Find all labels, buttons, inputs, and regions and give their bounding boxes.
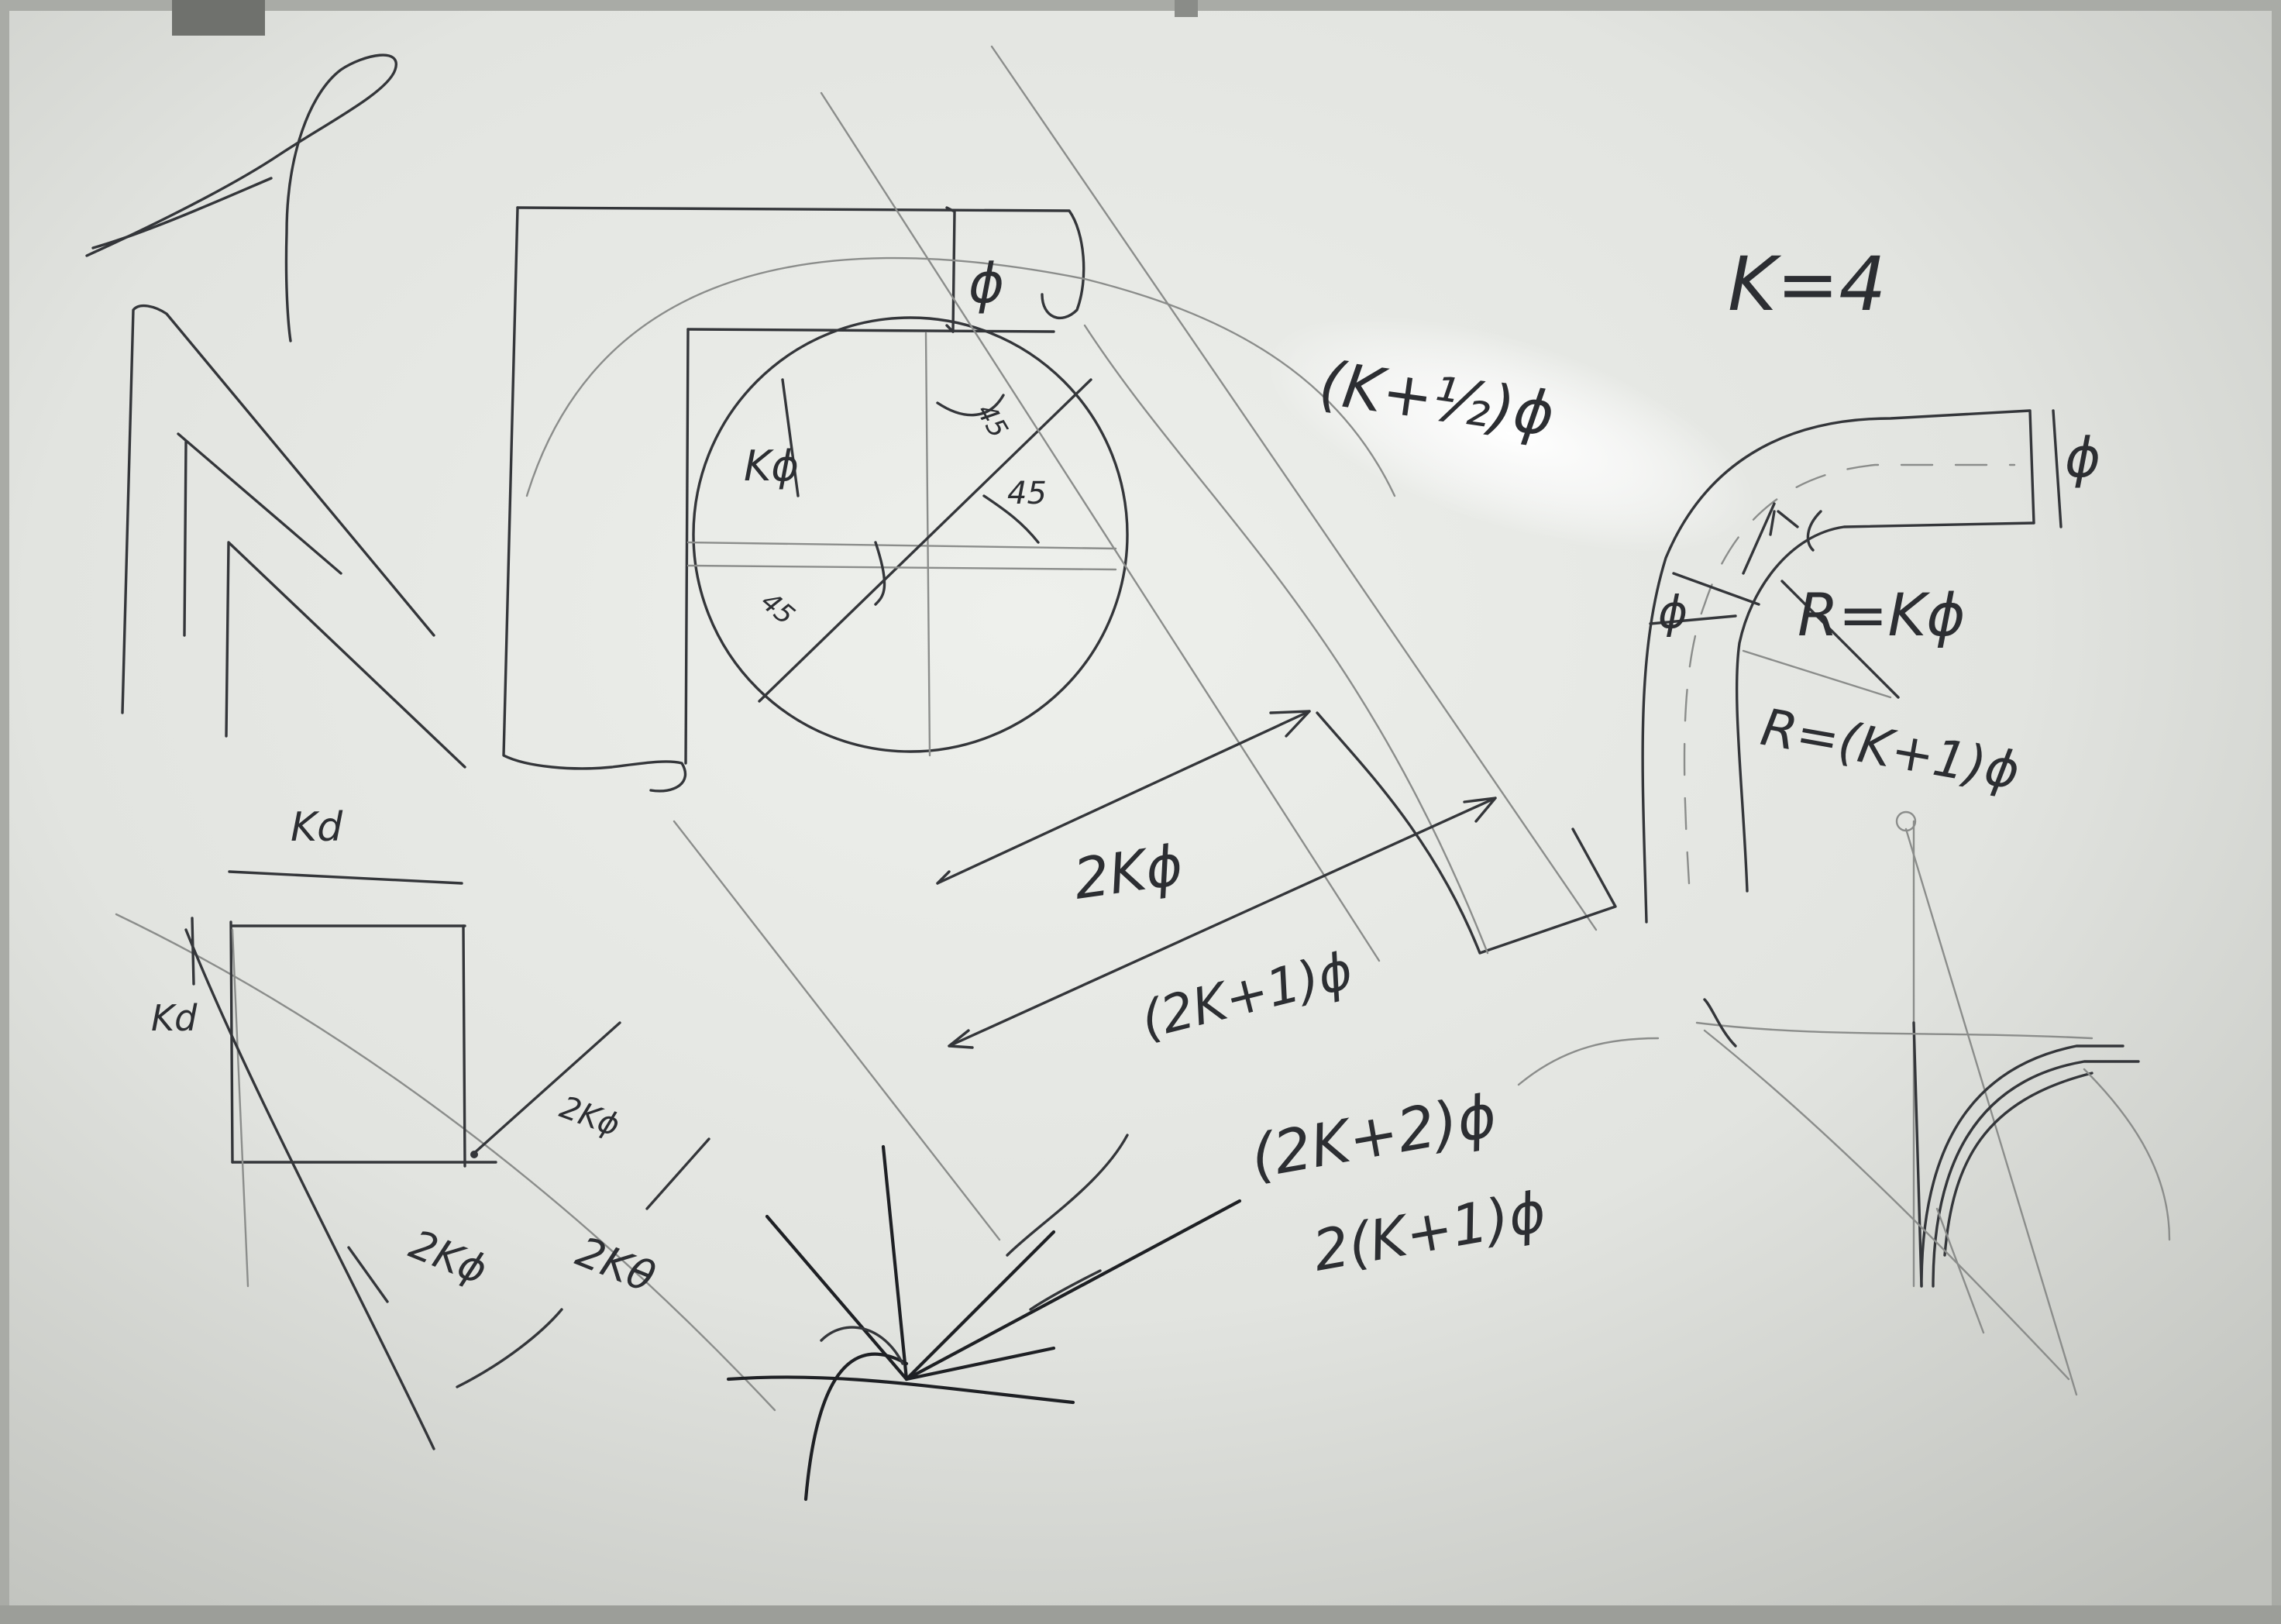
phi-right-bend-label: ϕ xyxy=(2065,426,2100,490)
formula-connector xyxy=(1517,1037,1660,1086)
kd-side-label: Kd xyxy=(151,997,198,1039)
kd-top-label: Kd xyxy=(291,804,343,851)
phi-top-box-label: ϕ xyxy=(968,252,1004,315)
k-equals-label: K=4 xyxy=(1728,241,1886,328)
box-circle-diagram xyxy=(502,206,1396,793)
main-circle xyxy=(692,316,1129,753)
k-phi-circle-label: Kϕ xyxy=(744,442,799,490)
marker-tray xyxy=(0,1605,2281,1624)
bend-pipe xyxy=(1641,409,2063,924)
kd-square xyxy=(184,870,710,1450)
leaf-sketch xyxy=(85,53,397,342)
top-clip-left xyxy=(172,0,265,36)
r-inner-label: R=Kϕ xyxy=(1798,580,1965,649)
top-clip-right xyxy=(1175,0,1198,17)
lower-right-curve xyxy=(1695,810,2171,1396)
fan-sketch xyxy=(726,1134,1242,1502)
two-k-phi-label: 2Kϕ xyxy=(1070,832,1187,912)
light-glare xyxy=(1265,315,1756,553)
angled-strip xyxy=(115,304,776,1412)
board-surface xyxy=(9,11,2272,1605)
phi-left-bend-label: ϕ xyxy=(1658,586,1688,638)
angle-45-label: 45 xyxy=(1007,476,1047,511)
diagonal-bar xyxy=(673,45,1617,1241)
